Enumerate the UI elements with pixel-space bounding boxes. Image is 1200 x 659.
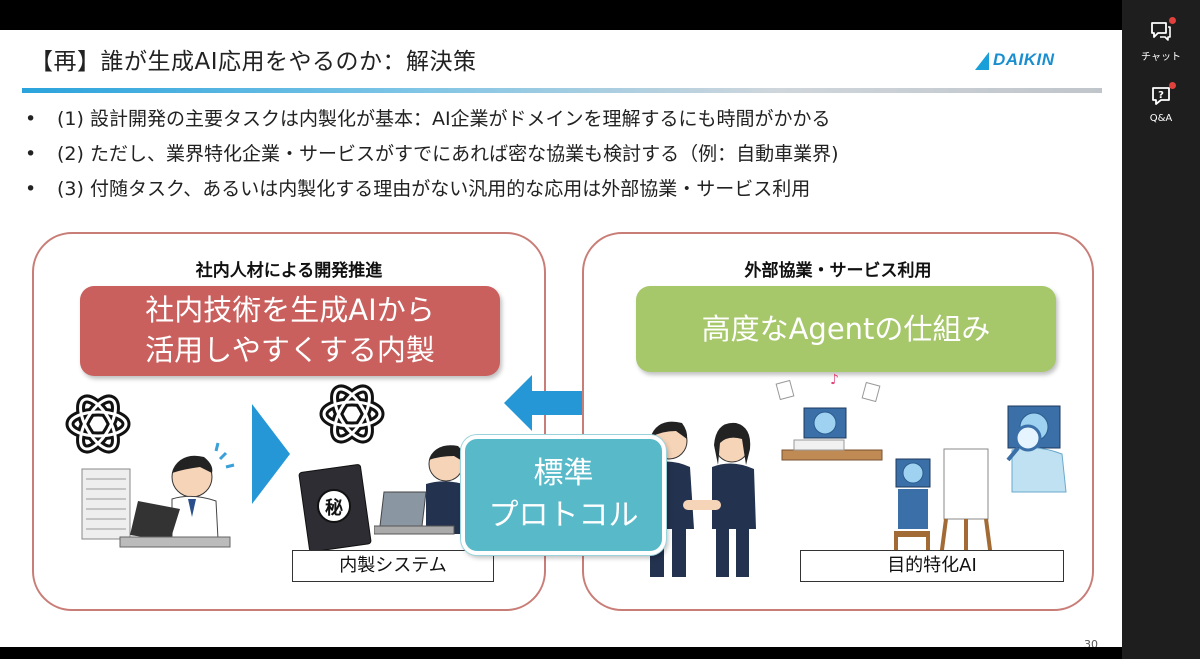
bullet-text: (1) 設計開発の主要タスクは内製化が基本：AI企業がドメインを理解するにも時間… — [57, 108, 831, 130]
next-step-arrow-icon — [252, 404, 290, 504]
bullet-item: • (1) 設計開発の主要タスクは内製化が基本：AI企業がドメインを理解するにも時… — [25, 102, 839, 137]
bullet-item: • (2) ただし、業界特化企業・サービスがすでにあれば密な協業も検討する（例：自… — [25, 137, 839, 172]
presentation-slide: 【再】誰が生成AI応用をやるのか：解決策 DAIKIN • (1) 設計開発の主要… — [0, 30, 1122, 647]
meeting-sidebar: チャット ? Q&A — [1122, 0, 1200, 659]
inhouse-box-line2: 活用しやすくする内製 — [145, 333, 435, 367]
slide-title: 【再】誰が生成AI応用をやるのか：解決策 — [30, 49, 477, 75]
bullet-marker: • — [25, 143, 37, 165]
external-caption: 目的特化AI — [800, 550, 1064, 582]
qa-label: Q&A — [1149, 113, 1173, 124]
protocol-line1: 標準 — [533, 456, 594, 491]
bullet-list: • (1) 設計開発の主要タスクは内製化が基本：AI企業がドメインを理解するにも時… — [25, 102, 839, 207]
inhouse-caption: 内製システム — [292, 550, 494, 582]
daikin-logo-mark — [975, 52, 989, 70]
secret-stamp-label: 秘 — [325, 498, 343, 519]
svg-text:♪: ♪ — [830, 372, 839, 388]
bidirectional-arrow-icon — [504, 375, 624, 431]
external-panel: 外部協業・サービス利用 高度なAgentの仕組み ♪ — [582, 232, 1094, 611]
page-number: 30 — [1084, 638, 1098, 647]
bullet-item: • (3) 付随タスク、あるいは内製化する理由がない汎用的な応用は外部協業・サービ… — [25, 172, 839, 207]
inhouse-box: 社内技術を生成AIから 活用しやすくする内製 — [80, 286, 500, 376]
standard-protocol-box: 標準 プロトコル — [461, 435, 666, 555]
chat-icon — [1149, 17, 1176, 42]
daikin-logo: DAIKIN — [975, 50, 1070, 72]
chat-button[interactable]: チャット — [1122, 17, 1200, 63]
protocol-line2: プロトコル — [488, 498, 639, 533]
window-bottom-bar — [0, 647, 1122, 659]
secret-book-icon — [298, 464, 372, 552]
overworked-engineer-illustration — [81, 442, 235, 548]
svg-text:?: ? — [1158, 90, 1164, 101]
engineer-with-laptop-illustration — [374, 445, 470, 535]
window-top-bar — [0, 0, 1122, 30]
qa-icon: ? — [1149, 82, 1176, 107]
chat-notification-badge — [1169, 17, 1176, 24]
bullet-marker: • — [25, 178, 37, 200]
qa-notification-badge — [1169, 82, 1176, 89]
ai-magnifier-illustration — [1006, 405, 1067, 493]
title-underline — [22, 88, 1102, 93]
inhouse-panel: 社内人材による開発推進 社内技術を生成AIから 活用しやすくする内製 — [32, 232, 546, 611]
daikin-logo-text: DAIKIN — [993, 50, 1055, 69]
qa-button[interactable]: ? Q&A — [1122, 82, 1200, 124]
bullet-text: (2) ただし、業界特化企業・サービスがすでにあれば密な協業も検討する（例：自動… — [57, 143, 839, 165]
bullet-marker: • — [25, 108, 37, 130]
ai-brain-desk-illustration: ♪ — [775, 372, 883, 461]
bullet-text: (3) 付随タスク、あるいは内製化する理由がない汎用的な応用は外部協業・サービス… — [57, 178, 811, 200]
external-heading: 外部協業・サービス利用 — [744, 261, 932, 281]
openai-logo-icon — [319, 384, 385, 444]
ai-painter-illustration — [894, 448, 994, 566]
inhouse-box-line1: 社内技術を生成AIから — [145, 293, 435, 327]
chat-label: チャット — [1141, 52, 1181, 63]
inhouse-heading: 社内人材による開発推進 — [195, 261, 383, 281]
openai-logo-icon — [65, 394, 131, 454]
agent-box: 高度なAgentの仕組み — [636, 286, 1056, 372]
